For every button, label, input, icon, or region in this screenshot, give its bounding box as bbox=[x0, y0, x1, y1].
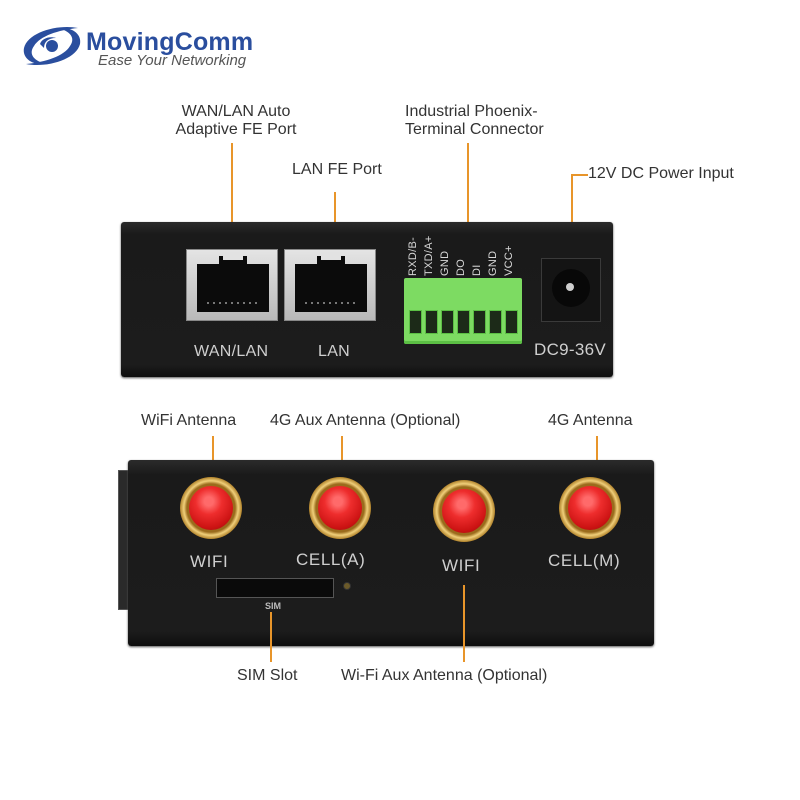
callout-wifi: WiFi Antenna bbox=[141, 412, 237, 429]
power-rating-label: DC9-36V bbox=[534, 340, 607, 359]
port-label-wan-lan: WAN/LAN bbox=[194, 343, 269, 360]
callout-lan: LAN FE Port bbox=[292, 161, 382, 178]
dc-power-jack[interactable] bbox=[541, 258, 601, 322]
pin-label: RXD/B- bbox=[407, 236, 419, 276]
leader-line-terminal bbox=[467, 143, 469, 231]
wan-lan-port[interactable] bbox=[186, 249, 278, 321]
antenna-cap-icon bbox=[442, 489, 486, 533]
cell-main-antenna-connector[interactable] bbox=[559, 477, 621, 539]
pin-label: VCC+ bbox=[503, 245, 515, 276]
antenna-label: WIFI bbox=[190, 552, 229, 571]
callout-cell-aux: 4G Aux Antenna (Optional) bbox=[270, 412, 461, 429]
antenna-cap-icon bbox=[568, 486, 612, 530]
callout-terminal-line2: Terminal Connector bbox=[405, 121, 544, 138]
wifi-aux-antenna-connector[interactable] bbox=[433, 480, 495, 542]
swirl-logo-icon bbox=[23, 26, 81, 66]
pin-label: DI bbox=[471, 264, 483, 276]
phoenix-terminal-connector[interactable] bbox=[404, 278, 522, 344]
callout-cell-main: 4G Antenna bbox=[548, 412, 633, 429]
callout-terminal-line1: Industrial Phoenix- bbox=[405, 103, 538, 120]
antenna-cap-icon bbox=[318, 486, 362, 530]
leader-line-power-v bbox=[571, 174, 573, 242]
callout-power: 12V DC Power Input bbox=[588, 165, 734, 182]
pin-label: TXD/A+ bbox=[423, 235, 435, 276]
pin-label: GND bbox=[439, 250, 451, 276]
brand-tagline: Ease Your Networking bbox=[98, 52, 247, 69]
leader-line-power-h bbox=[571, 174, 588, 176]
leader-line-wan-lan bbox=[231, 143, 233, 241]
callout-wifi-aux: Wi-Fi Aux Antenna (Optional) bbox=[341, 667, 548, 684]
callout-wan-lan-line1: WAN/LAN Auto bbox=[181, 103, 291, 120]
antenna-label: WIFI bbox=[442, 556, 481, 575]
leader-line-lan bbox=[334, 192, 336, 242]
callout-wan-lan-line2: Adaptive FE Port bbox=[175, 121, 297, 138]
antenna-label: CELL(M) bbox=[548, 551, 621, 570]
pin-label: DO bbox=[455, 258, 467, 276]
leader-line-wifi-aux bbox=[463, 585, 465, 662]
leader-line-sim bbox=[270, 612, 272, 662]
port-label-lan: LAN bbox=[318, 343, 351, 360]
callout-wan-lan: WAN/LAN Auto Adaptive FE Port bbox=[170, 103, 302, 139]
brand-name: MovingComm bbox=[86, 28, 254, 56]
wifi-antenna-connector[interactable] bbox=[180, 477, 242, 539]
antenna-label: CELL(A) bbox=[296, 550, 366, 569]
cell-aux-antenna-connector[interactable] bbox=[309, 477, 371, 539]
pin-label: GND bbox=[487, 250, 499, 276]
callout-sim: SIM Slot bbox=[237, 667, 298, 684]
rj45-port-icon bbox=[197, 264, 269, 312]
antenna-cap-icon bbox=[189, 486, 233, 530]
sim-card-slot[interactable] bbox=[216, 578, 334, 598]
lan-port[interactable] bbox=[284, 249, 376, 321]
rj45-port-icon bbox=[295, 264, 367, 312]
callout-terminal: Industrial Phoenix- Terminal Connector bbox=[405, 103, 544, 139]
sim-slot-label: SIM bbox=[265, 601, 282, 611]
status-led-icon bbox=[343, 582, 351, 590]
